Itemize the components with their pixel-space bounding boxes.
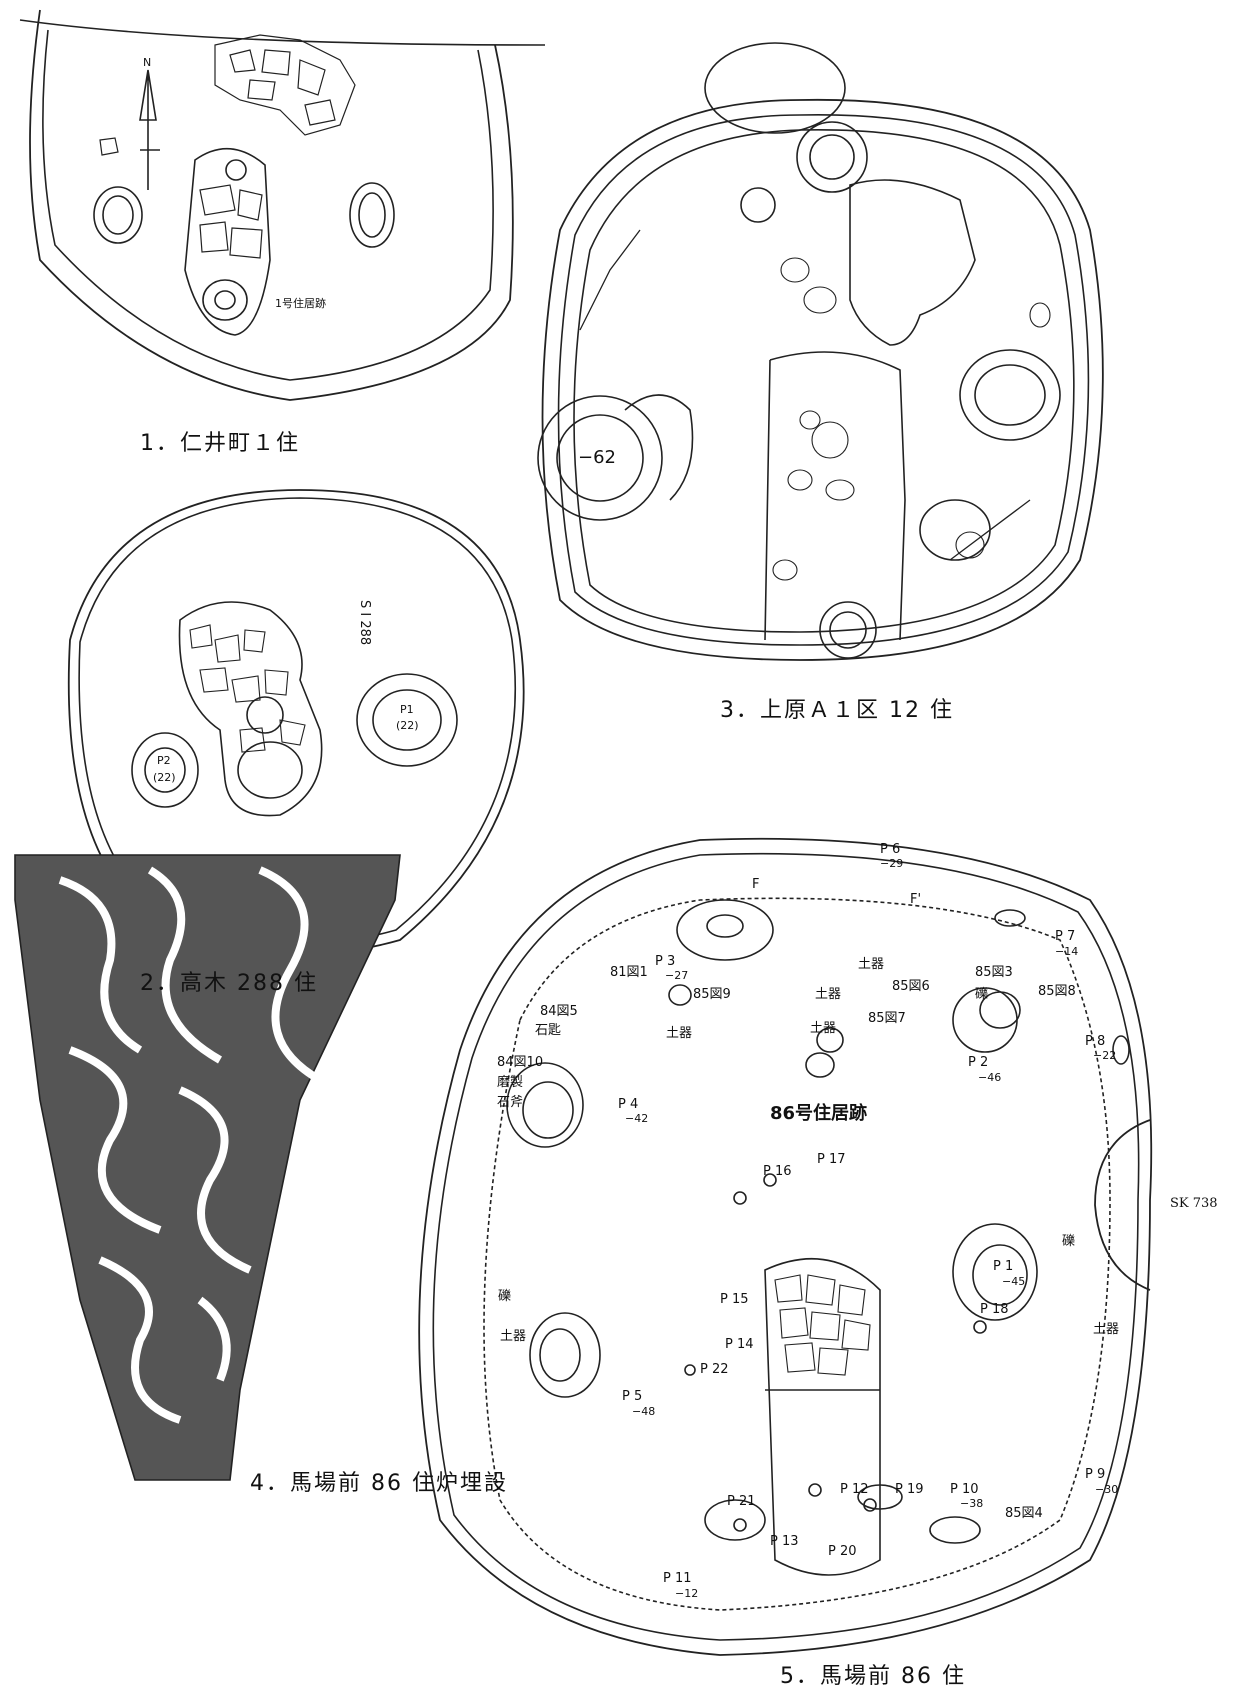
fig5-title: 86号住居跡	[770, 1103, 868, 1124]
label-masei: 磨製	[497, 1075, 524, 1090]
label-85-7: 85図7	[868, 1011, 906, 1026]
label-p12: P 12	[840, 1482, 869, 1497]
label-sekifu: 石斧	[497, 1095, 524, 1110]
label-p11-depth: −12	[675, 1587, 699, 1600]
label-p14: P 14	[725, 1337, 754, 1352]
label-reki-3: 礫	[498, 1289, 512, 1304]
label-p3: P 3	[655, 954, 676, 969]
label-p9: P 9	[1085, 1467, 1106, 1482]
label-p19: P 19	[895, 1482, 924, 1497]
label-85-6: 85図6	[892, 979, 930, 994]
label-p13: P 13	[770, 1534, 799, 1549]
label-84-10: 84図10	[497, 1055, 544, 1070]
label-doki-4: 土器	[810, 1021, 837, 1036]
fig4-pot-rubbing	[14, 854, 401, 1481]
fig1-dwelling-label: 1号住居跡	[275, 297, 326, 310]
label-85-8: 85図8	[1038, 984, 1076, 999]
fig1-dwelling-plan	[19, 9, 546, 401]
label-doki-3: 土器	[666, 1026, 693, 1041]
fig3-dwelling-plan	[537, 42, 1104, 661]
stone-cluster	[99, 34, 356, 259]
label-p7-depth: −14	[1055, 945, 1079, 958]
fig2-p1-label: P1	[400, 703, 414, 716]
fig5-dwelling-plan	[418, 837, 1153, 1656]
label-doki-6: 土器	[500, 1329, 527, 1344]
label-reki-1: 礫	[975, 987, 989, 1002]
label-p7: P 7	[1055, 929, 1076, 944]
label-p8: P 8	[1085, 1034, 1106, 1049]
label-84-5: 84図5	[540, 1004, 578, 1019]
label-p6-depth: −29	[880, 857, 904, 870]
label-p20: P 20	[828, 1544, 857, 1559]
label-p9-depth: −30	[1095, 1483, 1119, 1496]
label-p2-depth: −46	[978, 1071, 1002, 1084]
label-p4-depth: −42	[625, 1112, 649, 1125]
label-85-9: 85図9	[693, 987, 731, 1002]
fig2-p1-depth: (22)	[396, 719, 419, 732]
label-ishisaji: 石匙	[535, 1023, 562, 1038]
label-p18: P 18	[980, 1302, 1009, 1317]
label-p17: P 17	[817, 1152, 846, 1167]
north-label: N	[143, 56, 152, 69]
label-p6: P 6	[880, 842, 901, 857]
caption-fig2: 2．高木 288 住	[140, 971, 318, 996]
label-doki-2: 土器	[815, 987, 842, 1002]
caption-fig5: 5．馬場前 86 住	[780, 1664, 966, 1689]
label-p1: P 1	[993, 1259, 1014, 1274]
label-85-4: 85図4	[1005, 1506, 1043, 1521]
label-p8-depth: −22	[1093, 1049, 1117, 1062]
fig2-p2-label: P2	[157, 754, 171, 767]
caption-fig3: 3．上原Ａ１区 12 住	[720, 698, 954, 723]
label-p3-depth: −27	[665, 969, 689, 982]
north-arrow-icon	[139, 69, 160, 190]
label-p15: P 15	[720, 1292, 749, 1307]
fig2-p2-depth: (22)	[153, 771, 176, 784]
caption-fig1: 1．仁井町１住	[140, 431, 300, 456]
label-p1-depth: −45	[1002, 1275, 1026, 1288]
label-p10-depth: −38	[960, 1497, 984, 1510]
label-p2: P 2	[968, 1055, 989, 1070]
label-doki-5: 土器	[1093, 1322, 1120, 1337]
label-81-1: 81図1	[610, 965, 648, 980]
label-p16: P 16	[763, 1164, 792, 1179]
caption-fig4: 4．馬場前 86 住炉埋設	[250, 1471, 508, 1496]
label-p22: P 22	[700, 1362, 729, 1377]
label-reki-2: 礫	[1062, 1234, 1076, 1249]
fig2-site-label: S I 288	[357, 600, 372, 646]
label-85-3: 85図3	[975, 965, 1013, 980]
label-f2: F'	[910, 892, 922, 907]
label-p4: P 4	[618, 1097, 639, 1112]
label-p11: P 11	[663, 1571, 692, 1586]
fig3-pit-depth: −62	[578, 447, 616, 468]
fig5-sk-label: SK 738	[1170, 1196, 1218, 1211]
label-f1: F	[752, 877, 760, 892]
label-p5-depth: −48	[632, 1405, 656, 1418]
label-p10: P 10	[950, 1482, 979, 1497]
label-p21: P 21	[727, 1494, 756, 1509]
label-p5: P 5	[622, 1389, 643, 1404]
label-doki-1: 土器	[858, 957, 885, 972]
